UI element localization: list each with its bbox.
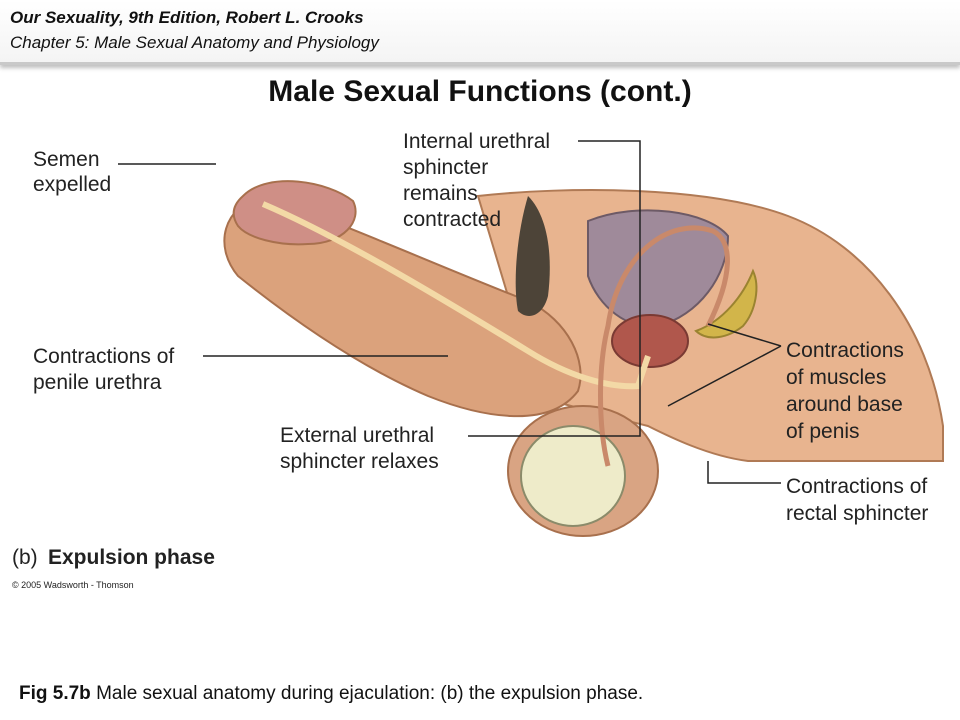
anatomy-figure: Semen expelled Internal urethral sphinct… [8,126,951,594]
book-title: Our Sexuality, 9th Edition, Robert L. Cr… [10,8,364,27]
label-external-line1: External urethral [280,424,434,447]
chapter-title: Chapter 5: Male Sexual Anatomy and Physi… [10,33,379,52]
label-penile-line1: Contractions of [33,345,174,368]
copyright-text: © 2005 Wadsworth - Thomson [12,580,134,590]
label-muscles-line4: of penis [786,420,860,443]
penis-shaft-shape [223,194,582,418]
label-internal-line3: remains [403,182,478,205]
label-muscles-line1: Contractions [786,339,904,362]
bladder-shape [587,209,730,328]
figure-caption: Fig 5.7b Male sexual anatomy during ejac… [19,683,643,705]
urethra-path [261,201,651,390]
label-external-line2: sphincter relaxes [280,450,439,473]
slide-header: Our Sexuality, 9th Edition, Robert L. Cr… [0,0,960,65]
label-semen-line1: Semen [33,148,100,171]
phase-name: Expulsion phase [48,546,215,569]
pubic-hair-shape [515,196,550,316]
label-semen-line2: expelled [33,173,111,196]
vas-deferens-path [598,225,730,467]
testis-shape [520,425,626,527]
label-muscles-line3: around base [786,393,903,416]
label-internal-line1: Internal urethral [403,130,550,153]
label-rectal-line2: rectal sphincter [786,502,928,525]
label-internal-line2: sphincter [403,156,488,179]
label-muscles-line2: of muscles [786,366,886,389]
label-rectal-line1: Contractions of [786,475,927,498]
leader-lines [118,140,782,484]
label-penile-line2: penile urethra [33,371,162,394]
anatomy-illustration: Semen expelled Internal urethral sphinct… [12,130,944,590]
caption-text: Male sexual anatomy during ejaculation: … [96,683,644,704]
phase-prefix: (b) [12,546,38,569]
glans-shape [232,180,357,246]
slide-title: Male Sexual Functions (cont.) [268,75,692,108]
label-internal-line4: contracted [403,208,501,231]
caption-ref: Fig 5.7b [19,683,91,704]
prostate-shape [611,314,689,368]
seminal-vesicle-shape [694,268,758,339]
